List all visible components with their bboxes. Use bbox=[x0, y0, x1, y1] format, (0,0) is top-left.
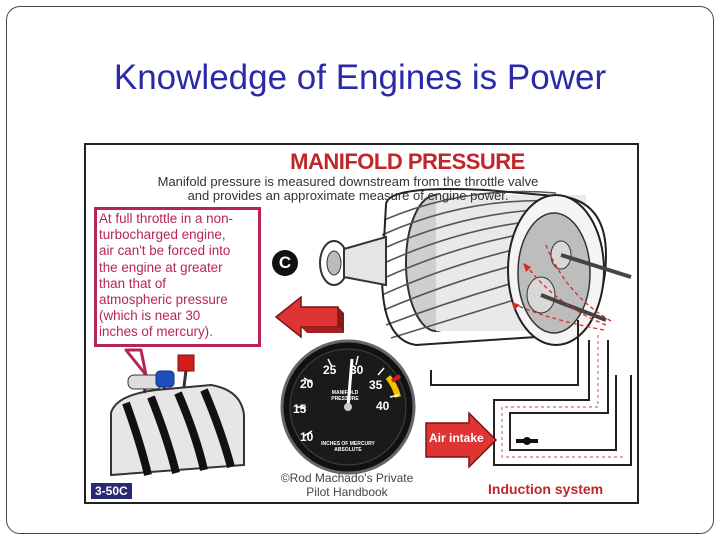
manifold-pressure-figure: MANIFOLD PRESSURE Manifold pressure is m… bbox=[84, 143, 639, 504]
slide-title: Knowledge of Engines is Power bbox=[0, 58, 720, 98]
cylinder-illustration bbox=[380, 189, 631, 345]
callout-line: turbocharged engine, bbox=[99, 227, 256, 243]
callout-line: atmospheric pressure bbox=[99, 292, 256, 308]
callout-line: At full throttle in a non- bbox=[99, 211, 256, 227]
air-intake-label: Air intake bbox=[429, 432, 489, 444]
figure-subtitle: Manifold pressure is measured downstream… bbox=[148, 175, 548, 203]
callout-box: At full throttle in a non- turbocharged … bbox=[94, 207, 261, 347]
gauge-tick-label: 30 bbox=[350, 363, 363, 377]
red-arrow-left-icon bbox=[276, 297, 344, 337]
callout-line: than that of bbox=[99, 276, 256, 292]
figure-credit: ©Rod Machado's Private Pilot Handbook bbox=[276, 471, 418, 499]
gauge-tick-label: 15 bbox=[293, 402, 306, 416]
callout-line: (which is near 30 bbox=[99, 308, 256, 324]
gauge-tick-label: 20 bbox=[300, 377, 313, 391]
callout-pointer bbox=[126, 350, 146, 375]
figure-title: MANIFOLD PRESSURE bbox=[86, 149, 639, 175]
gauge-tick-label: 10 bbox=[300, 430, 313, 444]
throttle-quadrant-illustration bbox=[111, 355, 244, 475]
callout-line: the engine at greater bbox=[99, 260, 256, 276]
gauge-label-top: MANIFOLD PRESSURE bbox=[330, 390, 360, 402]
gauge-label-bottom: INCHES OF MERCURY ABSOLUTE bbox=[318, 441, 378, 453]
callout-line: air can't be forced into bbox=[99, 243, 256, 259]
figure-number-badge: 3-50C bbox=[91, 483, 132, 499]
gauge-tick-label: 25 bbox=[323, 363, 336, 377]
gauge-tick-label: 35 bbox=[369, 378, 382, 392]
marker-c-label: C bbox=[272, 250, 298, 276]
gauge-tick-label: 40 bbox=[376, 399, 389, 413]
induction-system-label: Induction system bbox=[488, 481, 603, 497]
connecting-rod-illustration bbox=[320, 237, 386, 285]
callout-line: inches of mercury). bbox=[99, 324, 256, 340]
